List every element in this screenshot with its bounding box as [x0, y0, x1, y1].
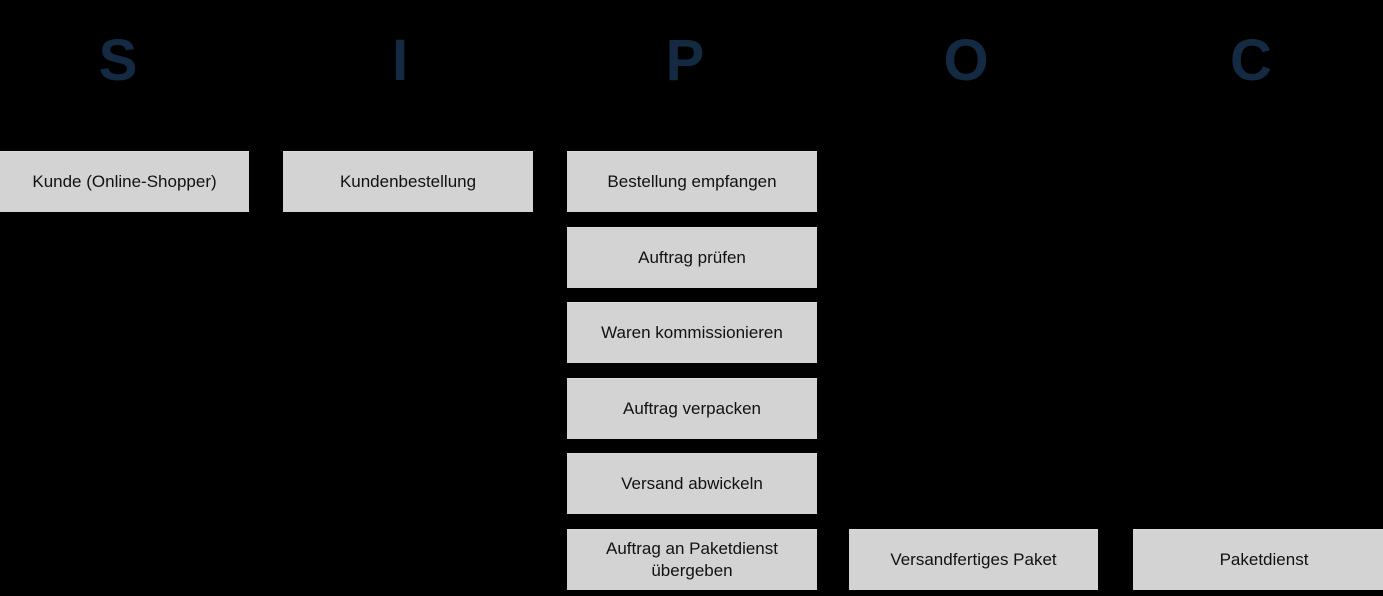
process-step-box[interactable]: Auftrag verpacken: [567, 378, 817, 439]
input-box[interactable]: Kundenbestellung: [283, 151, 533, 212]
process-step-box[interactable]: Versand abwickeln: [567, 453, 817, 514]
supplier-box[interactable]: Kunde (Online-Shopper): [0, 151, 249, 212]
process-step-box[interactable]: Waren kommissionieren: [567, 302, 817, 363]
column-header-customers: C: [1230, 28, 1272, 93]
process-step-label: Versand abwickeln: [621, 474, 763, 493]
input-box-label: Kundenbestellung: [339, 172, 477, 191]
output-box-label: Versandfertiges Paket: [890, 550, 1057, 569]
output-box[interactable]: Versandfertiges Paket: [849, 529, 1098, 590]
process-step-box[interactable]: Auftrag prüfen: [567, 227, 817, 288]
customer-box-label: Paketdienst: [1219, 550, 1309, 569]
process-step-label: Bestellung empfangen: [607, 172, 777, 191]
process-step-label: Auftrag prüfen: [638, 248, 746, 267]
supplier-box-label: Kunde (Online-Shopper): [32, 172, 217, 191]
process-step-box[interactable]: Auftrag an Paketdienst übergeben: [567, 529, 817, 590]
process-step-box[interactable]: Bestellung empfangen: [567, 151, 817, 212]
column-header-suppliers: S: [98, 28, 138, 93]
process-step-label: Auftrag verpacken: [623, 399, 761, 418]
column-header-outputs: O: [943, 28, 989, 93]
customer-box[interactable]: Paketdienst: [1133, 529, 1383, 590]
column-header-inputs: I: [391, 28, 409, 93]
process-step-label: Auftrag an Paketdienst übergeben: [605, 539, 778, 580]
column-header-process: P: [665, 28, 705, 93]
process-step-label: Waren kommissionieren: [601, 323, 783, 342]
